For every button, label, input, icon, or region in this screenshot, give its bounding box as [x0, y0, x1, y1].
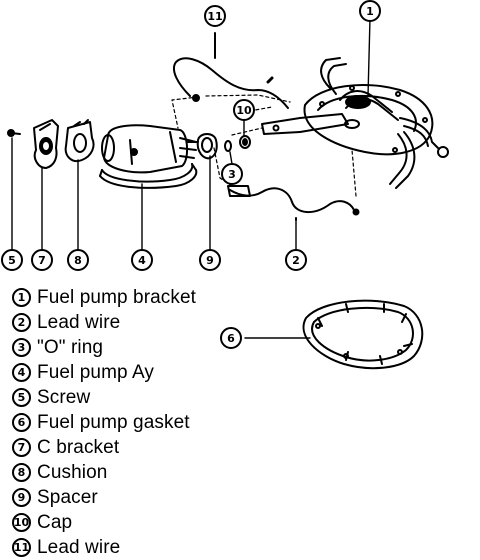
svg-text:7: 7	[38, 254, 46, 267]
legend-label: C bracket	[37, 436, 120, 458]
cap-part	[239, 135, 251, 149]
svg-text:5: 5	[8, 254, 16, 267]
legend-item: 5 Screw	[12, 385, 312, 410]
legend-item: 11 Lead wire	[12, 535, 312, 560]
parts-legend: 1 Fuel pump bracket 2 Lead wire 3 "O" ri…	[12, 285, 312, 560]
legend-label: Fuel pump bracket	[37, 286, 197, 308]
callout-8: 8	[67, 249, 89, 271]
assembly-guide-lines	[171, 94, 357, 197]
legend-label: Cap	[37, 511, 73, 533]
legend-item: 6 Fuel pump gasket	[12, 410, 312, 435]
callout-11: 11	[204, 5, 226, 27]
fuel-pump-assembly-part	[99, 124, 198, 189]
legend-number: 4	[12, 363, 31, 382]
legend-item: 8 Cushion	[12, 460, 312, 485]
screw-part	[7, 129, 21, 137]
callout-10: 10	[233, 99, 255, 121]
legend-label: Fuel pump gasket	[37, 411, 190, 433]
callout-4: 4	[131, 249, 153, 271]
callout-9: 9	[199, 249, 221, 271]
legend-label: Spacer	[37, 486, 98, 508]
callout-6: 6	[220, 327, 242, 349]
legend-number: 6	[12, 413, 31, 432]
lead-wire-upper-part	[172, 32, 289, 109]
legend-number: 7	[12, 438, 31, 457]
legend-number: 10	[12, 513, 31, 532]
leader-lines	[11, 17, 371, 339]
lead-wire-lower-part	[227, 185, 360, 221]
cushion-part	[64, 119, 95, 162]
legend-label: Screw	[37, 386, 91, 408]
svg-text:4: 4	[138, 254, 146, 267]
c-bracket-part	[33, 119, 59, 169]
legend-number: 9	[12, 488, 31, 507]
legend-label: Fuel pump Ay	[37, 361, 155, 383]
legend-item: 1 Fuel pump bracket	[12, 285, 312, 310]
callout-1: 1	[359, 0, 381, 22]
svg-text:8: 8	[74, 254, 82, 267]
legend-label: "O" ring	[37, 336, 104, 358]
legend-item: 10 Cap	[12, 510, 312, 535]
legend-item: 3 "O" ring	[12, 335, 312, 360]
legend-label: Lead wire	[37, 311, 121, 333]
o-ring-part	[224, 140, 232, 152]
svg-text:1: 1	[366, 5, 374, 18]
svg-text:2: 2	[292, 254, 300, 267]
legend-number: 5	[12, 388, 31, 407]
callout-7: 7	[31, 249, 53, 271]
fuel-pump-bracket-part	[261, 57, 449, 189]
svg-text:6: 6	[227, 332, 235, 345]
legend-number: 2	[12, 313, 31, 332]
callout-3: 3	[221, 163, 243, 185]
fuel-pump-gasket-part	[302, 299, 424, 370]
legend-label: Lead wire	[37, 536, 121, 558]
legend-item: 9 Spacer	[12, 485, 312, 510]
svg-text:3: 3	[228, 168, 236, 181]
callout-markers: 1 11 10 3 5 7 8 4	[1, 0, 381, 349]
svg-text:11: 11	[207, 10, 222, 23]
legend-item: 2 Lead wire	[12, 310, 312, 335]
legend-number: 1	[12, 288, 31, 307]
legend-number: 8	[12, 463, 31, 482]
legend-item: 7 C bracket	[12, 435, 312, 460]
spacer-part	[187, 133, 218, 160]
callout-5: 5	[1, 249, 23, 271]
legend-item: 4 Fuel pump Ay	[12, 360, 312, 385]
legend-label: Cushion	[37, 461, 108, 483]
callout-2: 2	[285, 249, 307, 271]
svg-text:9: 9	[206, 254, 214, 267]
legend-number: 3	[12, 338, 31, 357]
legend-number: 11	[12, 538, 31, 557]
svg-text:10: 10	[236, 104, 252, 117]
